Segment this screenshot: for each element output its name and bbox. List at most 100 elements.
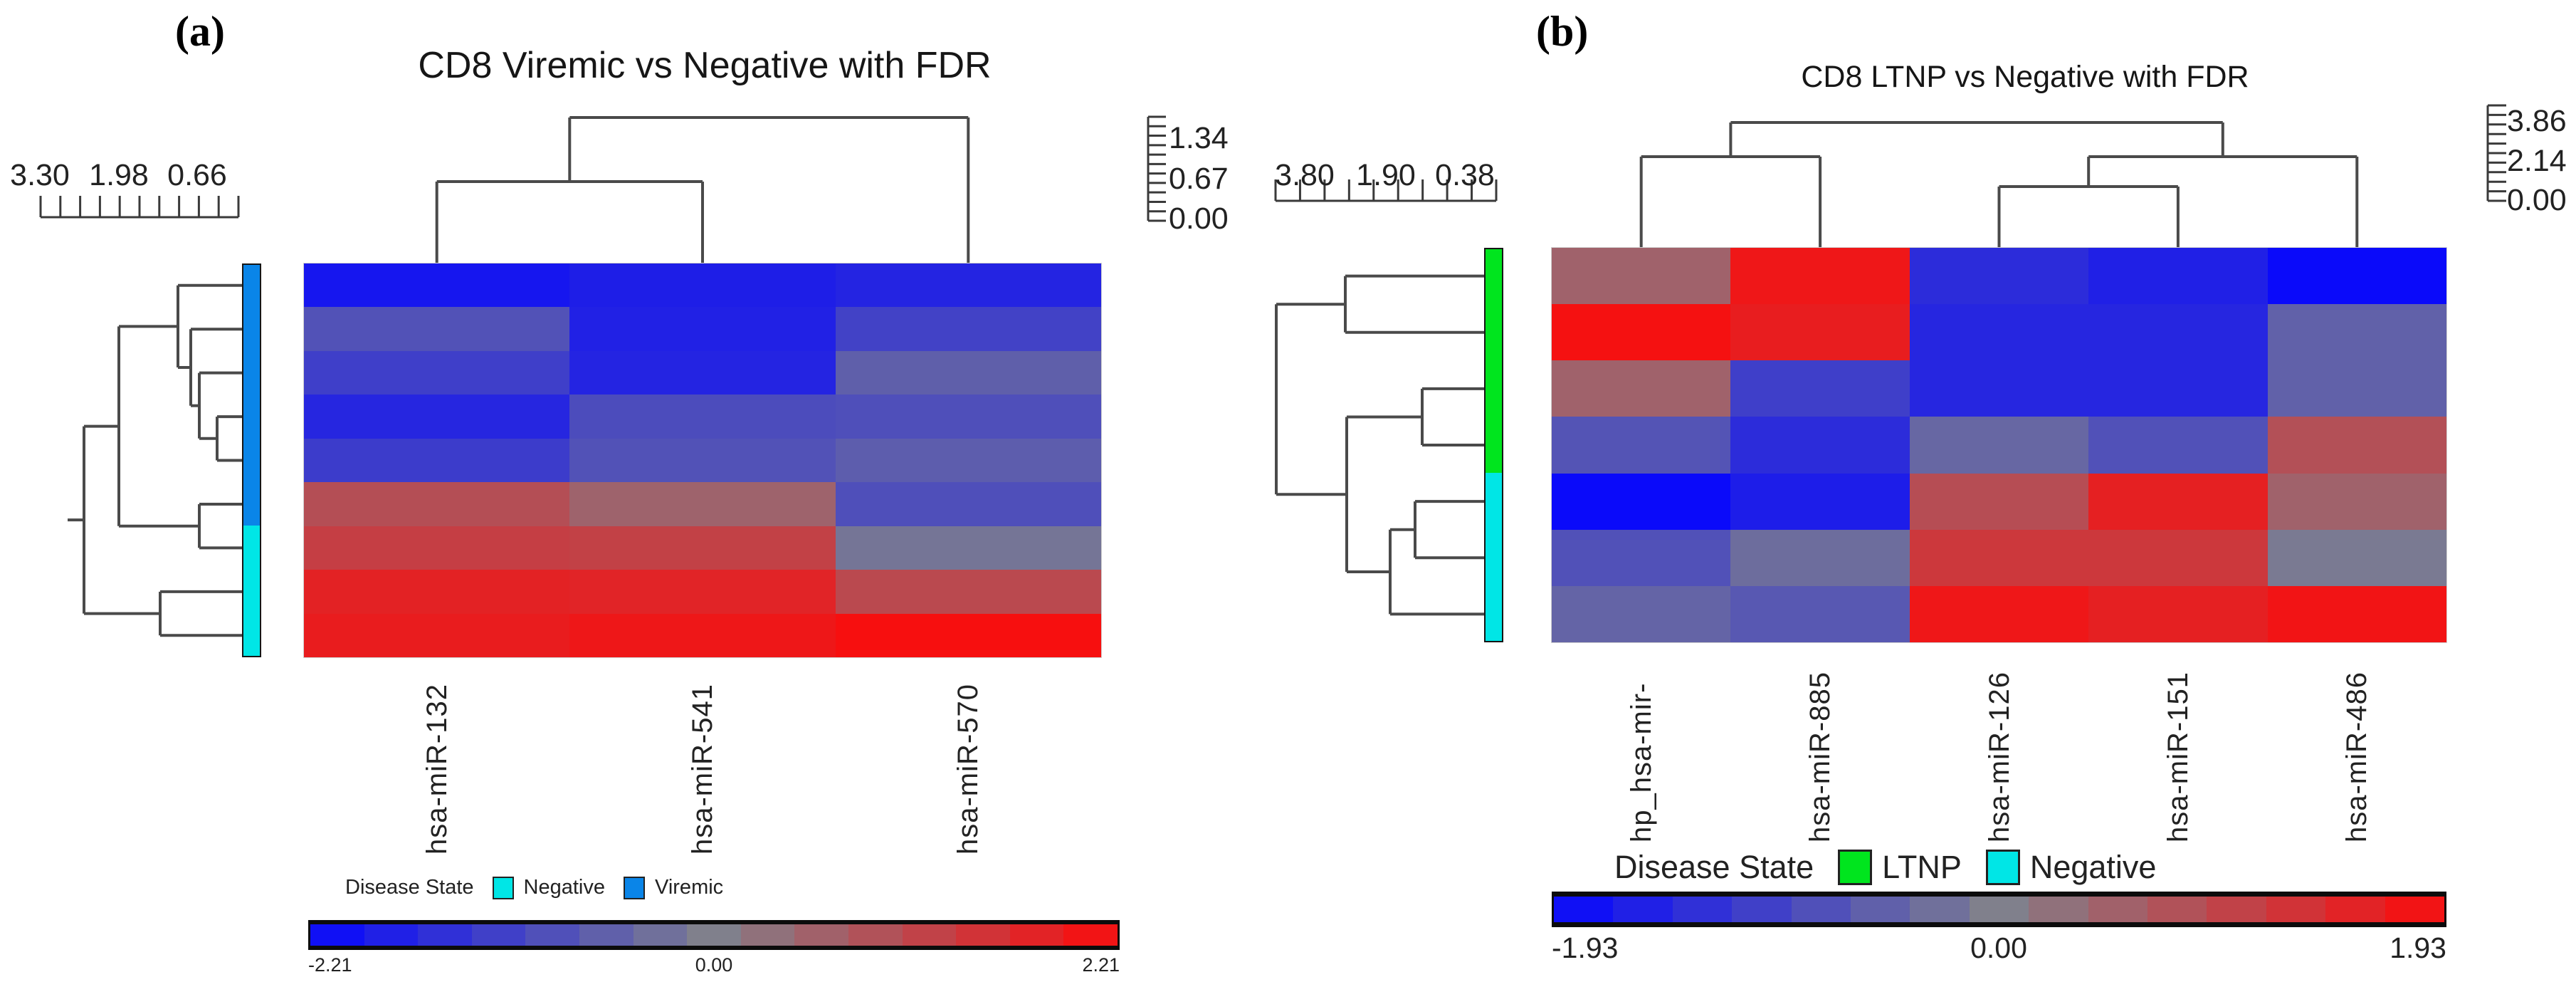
colorbar-segment (2147, 897, 2207, 922)
column-label: hsa-miR-541 (687, 684, 718, 855)
colorbar-segment (471, 924, 526, 946)
row-dendrogram (1275, 274, 1484, 616)
colorbar-segment (1910, 897, 1970, 922)
scale-tick-label: 0.00 (2507, 183, 2567, 217)
disease-state-sidebar (1484, 248, 1503, 642)
heatmap-cell (2088, 473, 2268, 530)
colorbar-min-label: -2.21 (308, 954, 352, 976)
heatmap-cell (2088, 529, 2268, 586)
heatmap-cell (569, 613, 836, 657)
heatmap-cell (835, 482, 1101, 526)
heatmap-cell (2267, 529, 2446, 586)
heatmap-cell (2088, 585, 2268, 642)
heatmap-cell (569, 570, 836, 614)
colorbar-segment (2325, 897, 2385, 922)
colorbar-mid-label: 0.00 (695, 954, 733, 976)
row-group-band-negative (243, 526, 260, 656)
heatmap-cell (1552, 585, 1731, 642)
heatmap-cell (2088, 304, 2268, 361)
colorbar-segment (2207, 897, 2266, 922)
column-label: hsa-miR-885 (1804, 672, 1836, 842)
legend-item-label: Negative (523, 876, 606, 899)
heatmap-cell (569, 263, 836, 308)
scale-tick-label: 0.67 (1169, 162, 1229, 196)
row-group-band-viremic (243, 265, 260, 526)
colorbar-max-label: 2.21 (1082, 954, 1120, 976)
heatmap-cell (1552, 417, 1731, 474)
colorbar-segment (633, 924, 688, 946)
legend-item: Viremic (624, 876, 723, 899)
colorbar-segment (1672, 897, 1733, 922)
colorbar-segment (310, 924, 364, 946)
heatmap-cell (1909, 248, 2089, 305)
colorbar-min-label: -1.93 (1552, 931, 1619, 964)
colorbar-segment (848, 924, 903, 946)
heatmap-cell (304, 350, 570, 395)
legend-item: LTNP (1838, 849, 1962, 886)
heatmap-cell (304, 482, 570, 526)
colorbar-segment (902, 924, 957, 946)
ruler-tick-label: 1.90 (1356, 158, 1416, 192)
row-dendrogram (68, 283, 242, 637)
column-label: hsa-miR-486 (2341, 672, 2373, 842)
colorbar-segment (740, 924, 795, 946)
column-label: hsa-miR-126 (1983, 672, 2015, 842)
colorbar-segment (418, 924, 472, 946)
heatmap-cell (2267, 248, 2446, 305)
heatmap-cell (569, 395, 836, 439)
colorbar-segment (1969, 897, 2029, 922)
ruler-tick-label: 1.98 (89, 158, 149, 192)
heatmap-cell (569, 350, 836, 395)
heatmap-cell (1730, 360, 1910, 417)
heatmap-cell (304, 526, 570, 570)
colorbar-segment (794, 924, 848, 946)
heatmap-cell (304, 570, 570, 614)
legend-item-label: LTNP (1882, 849, 1962, 885)
colorbar-segment (687, 924, 741, 946)
column-dendrogram (435, 116, 970, 263)
heatmap (1551, 247, 2447, 643)
colorbar-segment (1732, 897, 1792, 922)
colorbar-segment (1063, 924, 1118, 946)
heatmap-cell (1730, 417, 1910, 474)
heatmap-cell (1730, 473, 1910, 530)
scale-tick-label: 2.14 (2507, 144, 2567, 178)
column-label: hsa-miR-151 (2162, 672, 2194, 842)
colorbar-segment (2266, 897, 2326, 922)
heatmap-cell (2267, 304, 2446, 361)
heatmap-cell (835, 526, 1101, 570)
colorbar (308, 920, 1120, 950)
heatmap-cell (1909, 304, 2089, 361)
colorbar-mid-label: 0.00 (1970, 931, 2027, 964)
legend-swatch (624, 876, 646, 899)
heatmap-cell (304, 263, 570, 308)
legend-swatch (492, 876, 514, 899)
scale-tick-label: 1.34 (1169, 121, 1229, 155)
heatmap-cell (1552, 304, 1731, 361)
heatmap-cell (1909, 585, 2089, 642)
heatmap-cell (304, 307, 570, 351)
colorbar-segment (2029, 897, 2088, 922)
legend-items: Negative Viremic (492, 876, 723, 899)
legend-item: Negative (492, 876, 606, 899)
heatmap-cell (1730, 304, 1910, 361)
heatmap-cell (835, 263, 1101, 308)
heatmap-cell (2267, 585, 2446, 642)
heatmap-cell (1909, 360, 2089, 417)
panel-a-tag: (a) (175, 8, 225, 55)
heatmap-cell (2267, 473, 2446, 530)
colorbar-segment (1791, 897, 1851, 922)
ruler-tick-label: 0.38 (1435, 158, 1495, 192)
heatmap (303, 263, 1102, 658)
panel-a-title: CD8 Viremic vs Negative with FDR (418, 45, 992, 86)
heatmap-cell (835, 350, 1101, 395)
colorbar-max-label: 1.93 (2390, 931, 2446, 964)
heatmap-cell (835, 613, 1101, 657)
heatmap-cell (304, 613, 570, 657)
heatmap-cell (2088, 360, 2268, 417)
ruler-tick-label: 0.66 (167, 158, 227, 192)
row-group-band-ltnp (1486, 249, 1502, 474)
